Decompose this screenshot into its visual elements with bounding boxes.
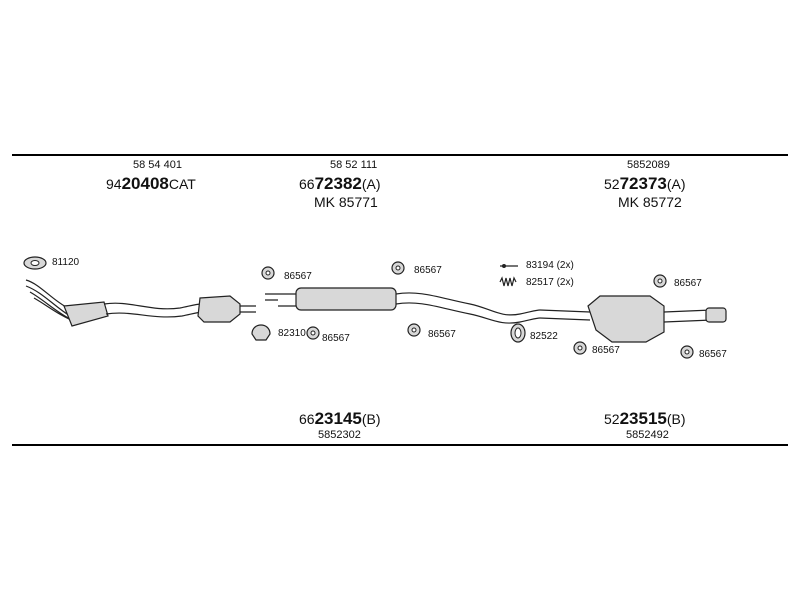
part-number: 9420408CAT <box>106 174 196 193</box>
gasket-icon <box>23 256 47 270</box>
mount-label: 86567 <box>699 349 727 360</box>
rubber-mount-icon <box>407 323 421 337</box>
bolt-label: 83194 (2x) <box>526 260 574 271</box>
ref-number: 5852492 <box>626 429 669 441</box>
part-number: 6623145(B) <box>299 409 381 428</box>
part-number: 5223515(B) <box>604 409 686 428</box>
mk-number: MK 85772 <box>618 194 682 210</box>
rubber-mount-icon <box>261 266 275 280</box>
mount-label: 86567 <box>322 333 350 344</box>
front-pipe-catalyst <box>25 279 256 327</box>
ref-number: 5852302 <box>318 429 361 441</box>
bolt-icon <box>500 264 518 268</box>
mount-label: 86567 <box>428 329 456 340</box>
sealing-ring-icon <box>510 323 526 343</box>
ring-label: 82522 <box>530 331 558 342</box>
middle-muffler <box>278 287 541 324</box>
spring-icon <box>499 276 517 287</box>
rear-muffler <box>539 295 727 343</box>
ref-number: 58 54 401 <box>133 159 182 171</box>
mount-label: 86567 <box>284 271 312 282</box>
rubber-mount-icon <box>306 326 320 340</box>
mount-label: 86567 <box>414 265 442 276</box>
mount-label: 86567 <box>592 345 620 356</box>
top-rule <box>12 154 788 156</box>
rubber-mount-icon <box>680 345 694 359</box>
mount-label: 86567 <box>674 278 702 289</box>
part-number: 6672382(A) <box>299 174 381 193</box>
ref-number: 58 52 111 <box>330 159 378 171</box>
rubber-mount-icon <box>391 261 405 275</box>
bottom-rule <box>12 444 788 446</box>
ref-number: 5852089 <box>627 159 670 171</box>
mk-number: MK 85771 <box>314 194 378 210</box>
rubber-mount-icon <box>573 341 587 355</box>
rubber-mount-icon <box>653 274 667 288</box>
clamp-label: 82310 <box>278 328 306 339</box>
gasket-label: 81120 <box>52 257 80 268</box>
clamp-icon <box>251 293 278 341</box>
part-number: 5272373(A) <box>604 174 686 193</box>
spring-label: 82517 (2x) <box>526 277 574 288</box>
